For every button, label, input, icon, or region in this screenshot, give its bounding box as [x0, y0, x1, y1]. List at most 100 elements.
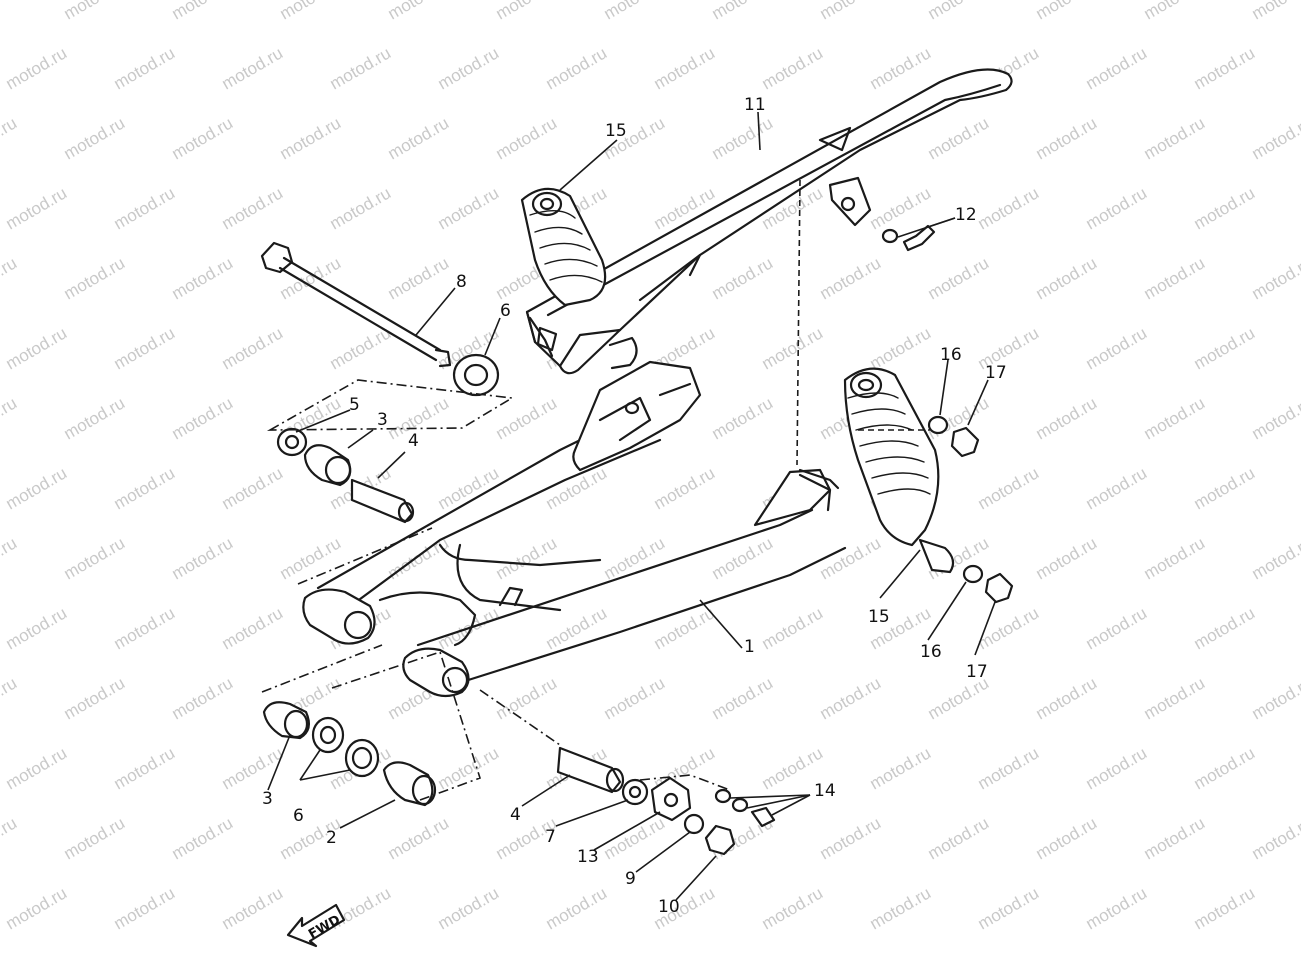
callout-13: 13 — [577, 847, 599, 867]
watermark-text: motod.ru — [3, 43, 71, 93]
callout-9: 9 — [625, 869, 636, 889]
watermark-layer: motod.ru motod.ru motod.ru motod.ru motod.ru… — [0, 0, 1301, 933]
watermark-text: motod.ru — [493, 393, 561, 443]
watermark-text: motod.ru — [709, 253, 777, 303]
watermark-text: motod.ru — [493, 533, 561, 583]
watermark-text: motod.ru — [709, 673, 777, 723]
watermark-text: motod.ru — [817, 673, 885, 723]
watermark-text: motod.ru — [759, 43, 827, 93]
watermark-text: motod.ru — [385, 113, 453, 163]
watermark-text: motod.ru — [3, 883, 71, 933]
callout-labels: 1 2 3 3 4 4 5 6 6 7 8 9 10 11 12 13 14 1… — [262, 95, 1007, 917]
callout-15: 15 — [605, 121, 627, 141]
callout-1: 1 — [744, 637, 755, 657]
watermark-text: motod.ru — [111, 743, 179, 793]
watermark-text: motod.ru — [111, 603, 179, 653]
watermark-text: motod.ru — [61, 393, 129, 443]
watermark-text: motod.ru — [1033, 673, 1101, 723]
dust-seal-top — [452, 353, 500, 397]
watermark-text: motod.ru — [1191, 43, 1259, 93]
callout-10: 10 — [658, 897, 680, 917]
watermark-text: motod.ru — [111, 883, 179, 933]
watermark-text: motod.ru — [169, 393, 237, 443]
watermark-text: motod.ru — [1083, 883, 1151, 933]
watermark-text: motod.ru — [1249, 393, 1301, 443]
watermark-text: motod.ru — [1191, 323, 1259, 373]
watermark-text: motod.ru — [651, 463, 719, 513]
watermark-text: motod.ru — [277, 113, 345, 163]
watermark-text: motod.ru — [867, 743, 935, 793]
callout-11: 11 — [744, 95, 766, 115]
watermark-text: motod.ru — [327, 43, 395, 93]
watermark-text: motod.ru — [867, 43, 935, 93]
watermark-text: motod.ru — [817, 253, 885, 303]
watermark-text: motod.ru — [1083, 603, 1151, 653]
callout-16: 16 — [940, 345, 962, 365]
watermark-text: motod.ru — [61, 113, 129, 163]
watermark-text: motod.ru — [975, 183, 1043, 233]
watermark-text: motod.ru — [435, 43, 503, 93]
watermark-text: motod.ru — [3, 743, 71, 793]
callout-2: 2 — [326, 828, 337, 848]
callout-7: 7 — [545, 827, 556, 847]
callout-8: 8 — [456, 272, 467, 292]
watermark-text: motod.ru — [867, 883, 935, 933]
watermark-text: motod.ru — [543, 463, 611, 513]
watermark-text: motod.ru — [1191, 603, 1259, 653]
watermark-text: motod.ru — [493, 113, 561, 163]
hardware — [262, 224, 1014, 856]
watermark-text: motod.ru — [759, 323, 827, 373]
watermark-text: motod.ru — [975, 463, 1043, 513]
chain-guard — [525, 68, 1013, 375]
watermark-text: motod.ru — [219, 323, 287, 373]
watermark-text: motod.ru — [385, 533, 453, 583]
watermark-text: motod.ru — [3, 183, 71, 233]
callout-4: 4 — [408, 431, 419, 451]
watermark-text: motod.ru — [219, 43, 287, 93]
callout-17: 17 — [985, 363, 1007, 383]
watermark-text: motod.ru — [1249, 673, 1301, 723]
watermark-text: motod.ru — [0, 673, 20, 723]
watermark-text: motod.ru — [1083, 743, 1151, 793]
watermark-text: motod.ru — [385, 253, 453, 303]
watermark-text: motod.ru — [1249, 253, 1301, 303]
watermark-text: motod.ru — [925, 113, 993, 163]
leader-lines — [267, 111, 996, 901]
watermark-text: motod.ru — [709, 0, 777, 23]
watermark-text: motod.ru — [3, 463, 71, 513]
rear-shock-left — [520, 187, 638, 370]
callout-14: 14 — [814, 781, 836, 801]
rear-shock-right — [843, 367, 955, 574]
watermark-text: motod.ru — [817, 813, 885, 863]
watermark-text: motod.ru — [435, 743, 503, 793]
watermark-text: motod.ru — [0, 253, 20, 303]
watermark-text: motod.ru — [651, 43, 719, 93]
callout-5: 5 — [349, 395, 360, 415]
watermark-text: motod.ru — [925, 813, 993, 863]
callout-6: 6 — [500, 301, 511, 321]
callout-3: 3 — [377, 410, 388, 430]
watermark-text: motod.ru — [709, 393, 777, 443]
watermark-text: motod.ru — [817, 0, 885, 23]
watermark-text: motod.ru — [1033, 393, 1101, 443]
watermark-text: motod.ru — [1033, 533, 1101, 583]
watermark-text: motod.ru — [601, 533, 669, 583]
watermark-text: motod.ru — [169, 253, 237, 303]
watermark-text: motod.ru — [61, 813, 129, 863]
watermark-text: motod.ru — [169, 0, 237, 23]
watermark-text: motod.ru — [327, 183, 395, 233]
watermark-text: motod.ru — [61, 533, 129, 583]
watermark-text: motod.ru — [111, 183, 179, 233]
watermark-text: motod.ru — [3, 323, 71, 373]
watermark-text: motod.ru — [111, 463, 179, 513]
callout-17: 17 — [966, 662, 988, 682]
callout-15: 15 — [868, 607, 890, 627]
callout-3: 3 — [262, 789, 273, 809]
watermark-text: motod.ru — [219, 183, 287, 233]
watermark-text: motod.ru — [435, 183, 503, 233]
swingarm — [302, 360, 847, 698]
watermark-text: motod.ru — [1083, 43, 1151, 93]
watermark-text: motod.ru — [543, 43, 611, 93]
watermark-text: motod.ru — [1141, 0, 1209, 23]
